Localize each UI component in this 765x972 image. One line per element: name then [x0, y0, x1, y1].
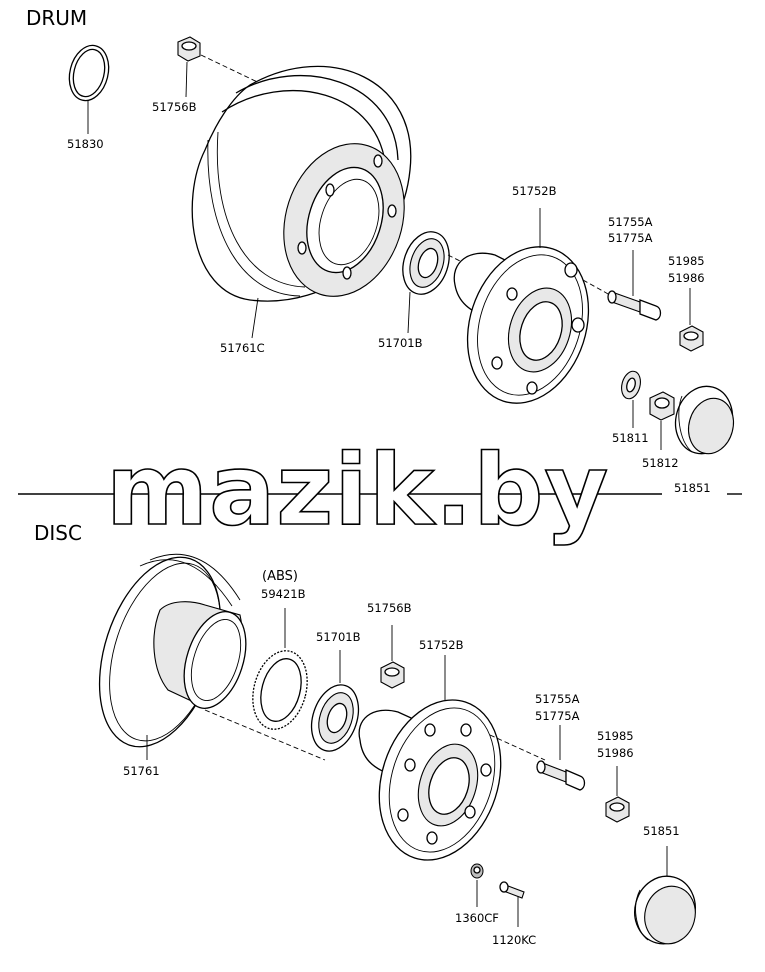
- hub-bolt-51755a-disc: [536, 725, 586, 791]
- label-51986-disc: 51986: [597, 746, 634, 760]
- label-51985-drum: 51985: [668, 254, 705, 268]
- label-51985-disc: 51985: [597, 729, 634, 743]
- label-59421b: 59421B: [261, 587, 306, 601]
- disc-section-title: DISC: [34, 521, 82, 545]
- o-ring-51830: [68, 44, 110, 134]
- label-1120kc: 1120KC: [492, 933, 536, 947]
- label-51761: 51761: [123, 764, 160, 778]
- drum-section-title: DRUM: [26, 6, 87, 30]
- label-51755a-disc: 51755A: [535, 692, 580, 706]
- screw-1120kc: [499, 881, 525, 927]
- hub-cap-51851-drum: [674, 385, 735, 455]
- wheel-hub-51752b-drum: [453, 208, 590, 404]
- wheel-hub-51752b-disc: [358, 655, 502, 861]
- washer-51811: [621, 370, 641, 428]
- nut-51756b-disc: [380, 625, 405, 689]
- hub-bolt-51755a-drum: [607, 250, 662, 321]
- label-51811: 51811: [612, 431, 649, 445]
- label-51986-drum: 51986: [668, 271, 705, 285]
- bearing-51701b-drum: [402, 231, 450, 334]
- watermark: mazik.by: [106, 434, 609, 548]
- bearing-51701b-disc: [310, 650, 360, 752]
- label-51701b-drum: 51701B: [378, 336, 423, 350]
- wheel-nut-51985-drum: [679, 288, 704, 352]
- label-51756b-drum: 51756B: [152, 100, 197, 114]
- brake-disc-51761: [98, 553, 247, 760]
- label-abs: (ABS): [262, 569, 298, 584]
- label-51775a-drum: 51775A: [608, 231, 653, 245]
- label-51701b-disc: 51701B: [316, 630, 361, 644]
- label-51812: 51812: [642, 456, 679, 470]
- castle-nut-51812: [649, 391, 675, 450]
- label-51851-disc: 51851: [643, 824, 680, 838]
- brake-drum-51761c: [191, 65, 412, 339]
- label-51761c: 51761C: [220, 341, 265, 355]
- label-51756b-disc: 51756B: [367, 601, 412, 615]
- wheel-nut-51985-disc: [605, 766, 630, 823]
- hub-cap-51851-disc: [634, 846, 696, 945]
- bolt-1360cf: [470, 863, 484, 907]
- label-51775a-disc: 51775A: [535, 709, 580, 723]
- abs-tone-ring-59421b: [252, 608, 308, 730]
- label-51752b-drum: 51752B: [512, 184, 557, 198]
- label-51851-drum: 51851: [674, 481, 711, 495]
- label-51755a-drum: 51755A: [608, 215, 653, 229]
- label-51752b-disc: 51752B: [419, 638, 464, 652]
- label-1360cf: 1360CF: [455, 911, 499, 925]
- nut-51756b-drum: [177, 36, 201, 98]
- label-51830: 51830: [67, 137, 104, 151]
